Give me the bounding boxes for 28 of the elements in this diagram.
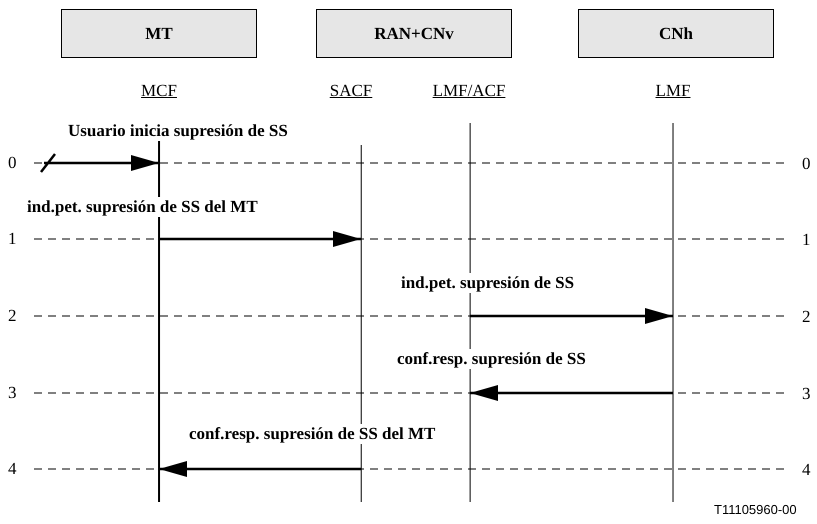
step-number: 0 bbox=[8, 153, 16, 173]
message-arrow bbox=[470, 385, 673, 401]
message-label: ind.pet. supresión de SS bbox=[400, 273, 576, 293]
message-arrow bbox=[40, 152, 160, 174]
message-arrow bbox=[159, 231, 361, 247]
message-label: conf.resp. supresión de SS del MT bbox=[188, 424, 436, 444]
entity-box: RAN+CNv bbox=[316, 9, 512, 58]
function-name: LMF/ACF bbox=[432, 80, 506, 102]
step-number: 2 bbox=[8, 306, 16, 326]
step-number: 1 bbox=[8, 229, 16, 249]
entity-box: MT bbox=[61, 9, 257, 58]
message-label: conf.resp. supresión de SS bbox=[396, 349, 587, 369]
step-number: 3 bbox=[802, 384, 810, 404]
step-number: 4 bbox=[8, 459, 16, 479]
function-name: SACF bbox=[330, 80, 372, 102]
step-number: 1 bbox=[802, 230, 810, 250]
function-name: MCF bbox=[141, 80, 177, 102]
message-arrow bbox=[159, 461, 361, 477]
figure-code: T11105960-00 bbox=[714, 501, 797, 519]
step-number: 4 bbox=[802, 460, 810, 480]
function-name: LMF bbox=[656, 80, 690, 102]
step-number: 2 bbox=[802, 307, 810, 327]
message-arrow bbox=[470, 308, 673, 324]
entity-box: CNh bbox=[578, 9, 774, 58]
message-label: Usuario inicia supresión de SS bbox=[67, 121, 289, 141]
step-number: 3 bbox=[8, 383, 16, 403]
step-number: 0 bbox=[802, 154, 810, 174]
message-label: ind.pet. supresión de SS del MT bbox=[26, 197, 259, 217]
